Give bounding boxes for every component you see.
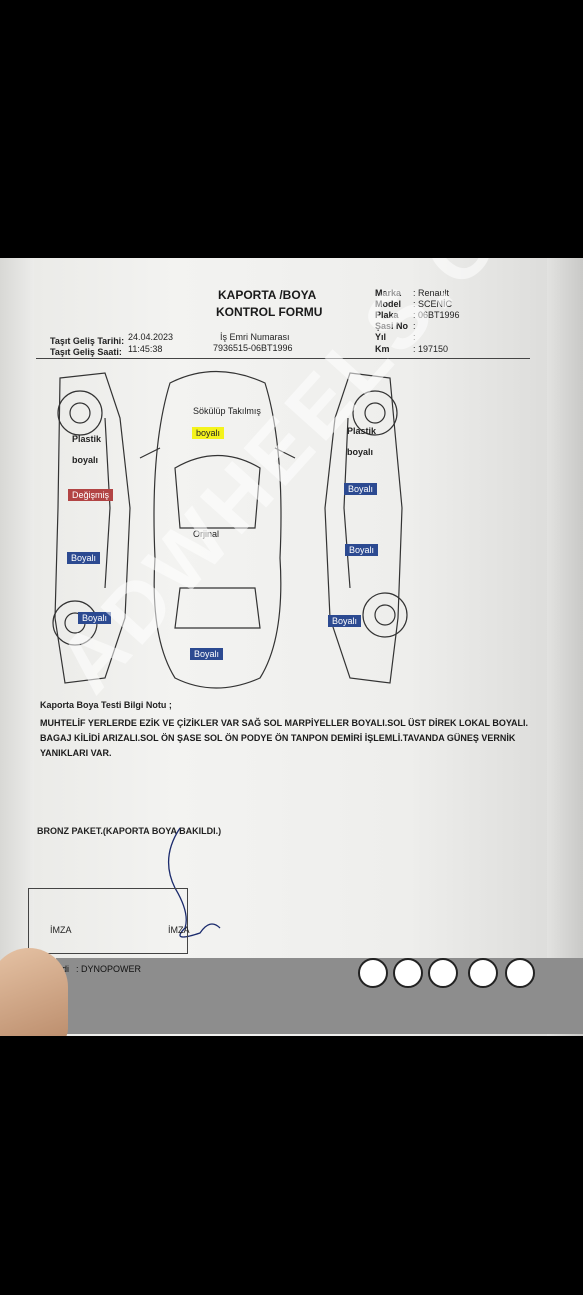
signature-label-right: İMZA xyxy=(168,925,190,935)
top-view-car-icon xyxy=(139,370,296,689)
yil-label: Yıl xyxy=(375,332,387,342)
label-trunk: Boyalı xyxy=(190,648,224,660)
form-title-line2: KONTROL FORMU xyxy=(216,305,323,319)
photographed-form: KAPORTA /BOYA KONTROL FORMU Marka : Rena… xyxy=(0,258,583,1036)
label-right-boyali1: Boyalı xyxy=(344,483,378,495)
marka-label: Marka xyxy=(375,288,402,298)
engine-icon xyxy=(358,958,388,988)
sasi-value: : xyxy=(413,321,416,331)
gauge-icon xyxy=(468,958,498,988)
label-left-boyali1: Boyalı xyxy=(67,552,101,564)
arrival-time: 11:45:38 xyxy=(128,344,163,354)
handwritten-signature xyxy=(167,827,221,938)
header-divider xyxy=(36,358,530,359)
plaka-value: : 06BT1996 xyxy=(413,310,460,320)
work-order-number: 7936515-06BT1996 xyxy=(213,343,293,353)
label-right-boyali3: Boyalı xyxy=(328,615,362,627)
km-label: Km xyxy=(375,344,390,354)
label-right-plastik2: boyalı xyxy=(347,447,374,457)
chassis-icon xyxy=(428,958,458,988)
model-value: : SCENİC xyxy=(413,299,453,309)
label-right-plastik: Plastik xyxy=(347,426,377,436)
spray-gun-icon xyxy=(505,958,535,988)
signature-box xyxy=(28,888,188,954)
km-value: : 197150 xyxy=(413,344,449,354)
notes-body: MUHTELİF YERLERDE EZİK VE ÇİZİKLER VAR S… xyxy=(40,718,529,758)
finger-thumb xyxy=(0,948,68,1036)
tire-icon xyxy=(393,958,423,988)
notes-package: BRONZ PAKET.(KAPORTA BOYA BAKILDI.) xyxy=(37,826,222,836)
arrival-time-label: Taşıt Geliş Saati: xyxy=(50,347,122,357)
right-side-car-icon xyxy=(324,372,408,684)
plaka-label: Plaka xyxy=(375,310,399,320)
notes-heading: Kaporta Boya Testi Bilgi Notu ; xyxy=(40,700,172,710)
label-hood: boyalı xyxy=(192,427,225,439)
work-order-label: İş Emri Numarası xyxy=(220,332,290,342)
marka-value: : Renault xyxy=(413,288,450,298)
label-left-boyali2: Boyalı xyxy=(78,612,112,624)
arrival-date-label: Taşıt Geliş Tarihi: xyxy=(50,336,125,346)
company-name: : DYNOPOWER xyxy=(76,964,142,974)
label-roof: Sökülüp Takılmış xyxy=(193,406,261,416)
label-left-plastik2: boyalı xyxy=(72,455,99,465)
company-prefix: di xyxy=(62,964,70,974)
yil-value: : xyxy=(413,332,416,342)
label-left-plastik: Plastik xyxy=(72,434,102,444)
sasi-label: Şasi No xyxy=(375,321,409,331)
model-label: Model xyxy=(375,299,401,309)
label-left-degismis: Değişmiş xyxy=(68,489,114,501)
arrival-date: 24.04.2023 xyxy=(128,332,174,342)
label-right-boyali2: Boyalı xyxy=(345,544,379,556)
signature-label-left: İMZA xyxy=(50,925,72,935)
paper-right-edge xyxy=(547,258,583,1036)
form-title-line1: KAPORTA /BOYA xyxy=(218,288,317,302)
label-center: Orjinal xyxy=(193,529,220,539)
